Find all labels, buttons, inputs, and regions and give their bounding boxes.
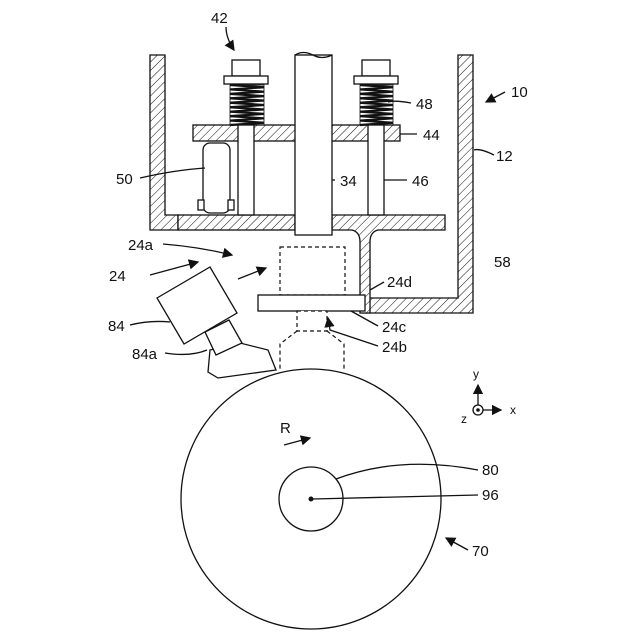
neck-24b [297, 311, 327, 331]
arrow-10 [486, 92, 505, 102]
label-34: 34 [340, 173, 357, 190]
label-70: 70 [472, 543, 489, 560]
housing-left-wall [150, 55, 178, 230]
component-50 [198, 143, 234, 213]
label-24a: 24a [128, 237, 154, 254]
label-42: 42 [211, 10, 228, 27]
arrow-42 [226, 27, 234, 50]
label-50: 50 [116, 171, 133, 188]
arrow-24 [150, 262, 198, 275]
axis-label-z: z [461, 412, 467, 426]
base-plate-left [178, 215, 295, 230]
flange-24c [258, 295, 365, 311]
label-84a: 84a [132, 346, 158, 363]
label-58: 58 [494, 254, 511, 271]
nozzle-body [205, 320, 276, 378]
coordinate-axes [473, 385, 501, 415]
shaft-34 [295, 53, 332, 236]
bolt-head-left [224, 60, 268, 84]
label-80: 80 [482, 462, 499, 479]
label-10: 10 [511, 84, 528, 101]
label-24d: 24d [387, 274, 412, 291]
arrow-left-of-24a [238, 268, 266, 279]
label-84: 84 [108, 318, 125, 335]
bolt-head-right [354, 60, 398, 84]
label-48: 48 [416, 96, 433, 113]
label-R: R [280, 420, 291, 437]
label-46: 46 [412, 173, 429, 190]
rod-left [238, 125, 254, 215]
label-24c: 24c [382, 319, 407, 336]
center-point-96 [309, 497, 314, 502]
label-96: 96 [482, 487, 499, 504]
arrow-24a [163, 244, 232, 255]
label-44: 44 [423, 127, 440, 144]
dashed-block-24a [280, 247, 345, 295]
arrow-70 [446, 538, 468, 550]
label-24: 24 [109, 268, 126, 285]
axis-label-y: y [473, 367, 479, 381]
label-12: 12 [496, 148, 513, 165]
spring-right-48 [360, 85, 393, 125]
axis-label-x: x [510, 403, 516, 417]
label-24b: 24b [382, 339, 407, 356]
rod-right-46 [368, 125, 384, 215]
spring-left [230, 85, 264, 125]
tapered-body [280, 331, 344, 371]
